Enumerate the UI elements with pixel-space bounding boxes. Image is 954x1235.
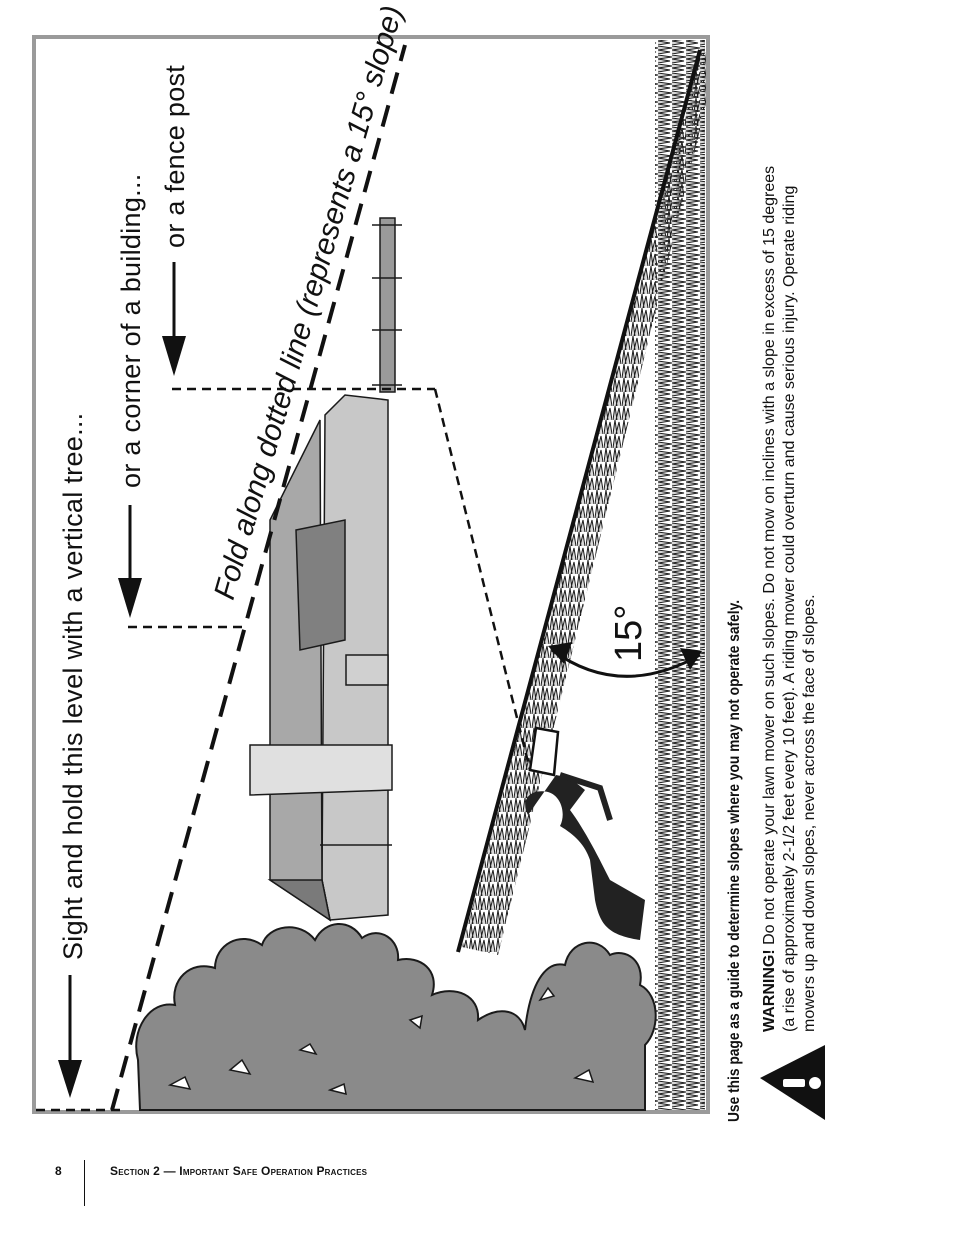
page-number: 8 [55, 1164, 62, 1178]
trees [135, 923, 657, 1111]
angle-label: 15° [608, 604, 650, 662]
label-fence: or a fence post [160, 64, 190, 248]
angle-arc [551, 648, 701, 678]
footer-divider [84, 1160, 85, 1206]
fold-line [110, 44, 407, 1111]
section-title: Section 2 — Important Safe Operation Pra… [110, 1164, 368, 1178]
warning-label: WARNING! [761, 949, 778, 1032]
label-building: or a corner of a building... [116, 173, 146, 488]
house [249, 217, 402, 922]
grass-strip-right [655, 40, 705, 1110]
warning-line-3: mowers up and down slopes, never across … [801, 594, 818, 1032]
instruction-heading: Use this page as a guide to determine sl… [726, 599, 743, 1122]
person-silhouette [525, 726, 645, 940]
label-tree: Sight and hold this level with a vertica… [58, 412, 88, 960]
warning-line-1: WARNING! Do not operate your lawn mower … [760, 166, 780, 1032]
grass-band [462, 52, 706, 955]
warning-line-2: (a rise of approximately 2-1/2 feet ever… [781, 185, 798, 1032]
arrows [58, 262, 186, 1098]
slope-line [456, 49, 702, 953]
warning-line-1-text: Do not operate your lawn mower on such s… [761, 165, 778, 950]
level-tool-icon [528, 726, 560, 777]
sight-lines [36, 387, 532, 1112]
warning-text: WARNING! Do not operate your lawn mower … [760, 166, 820, 1032]
warning-triangle-icon [760, 1045, 825, 1120]
